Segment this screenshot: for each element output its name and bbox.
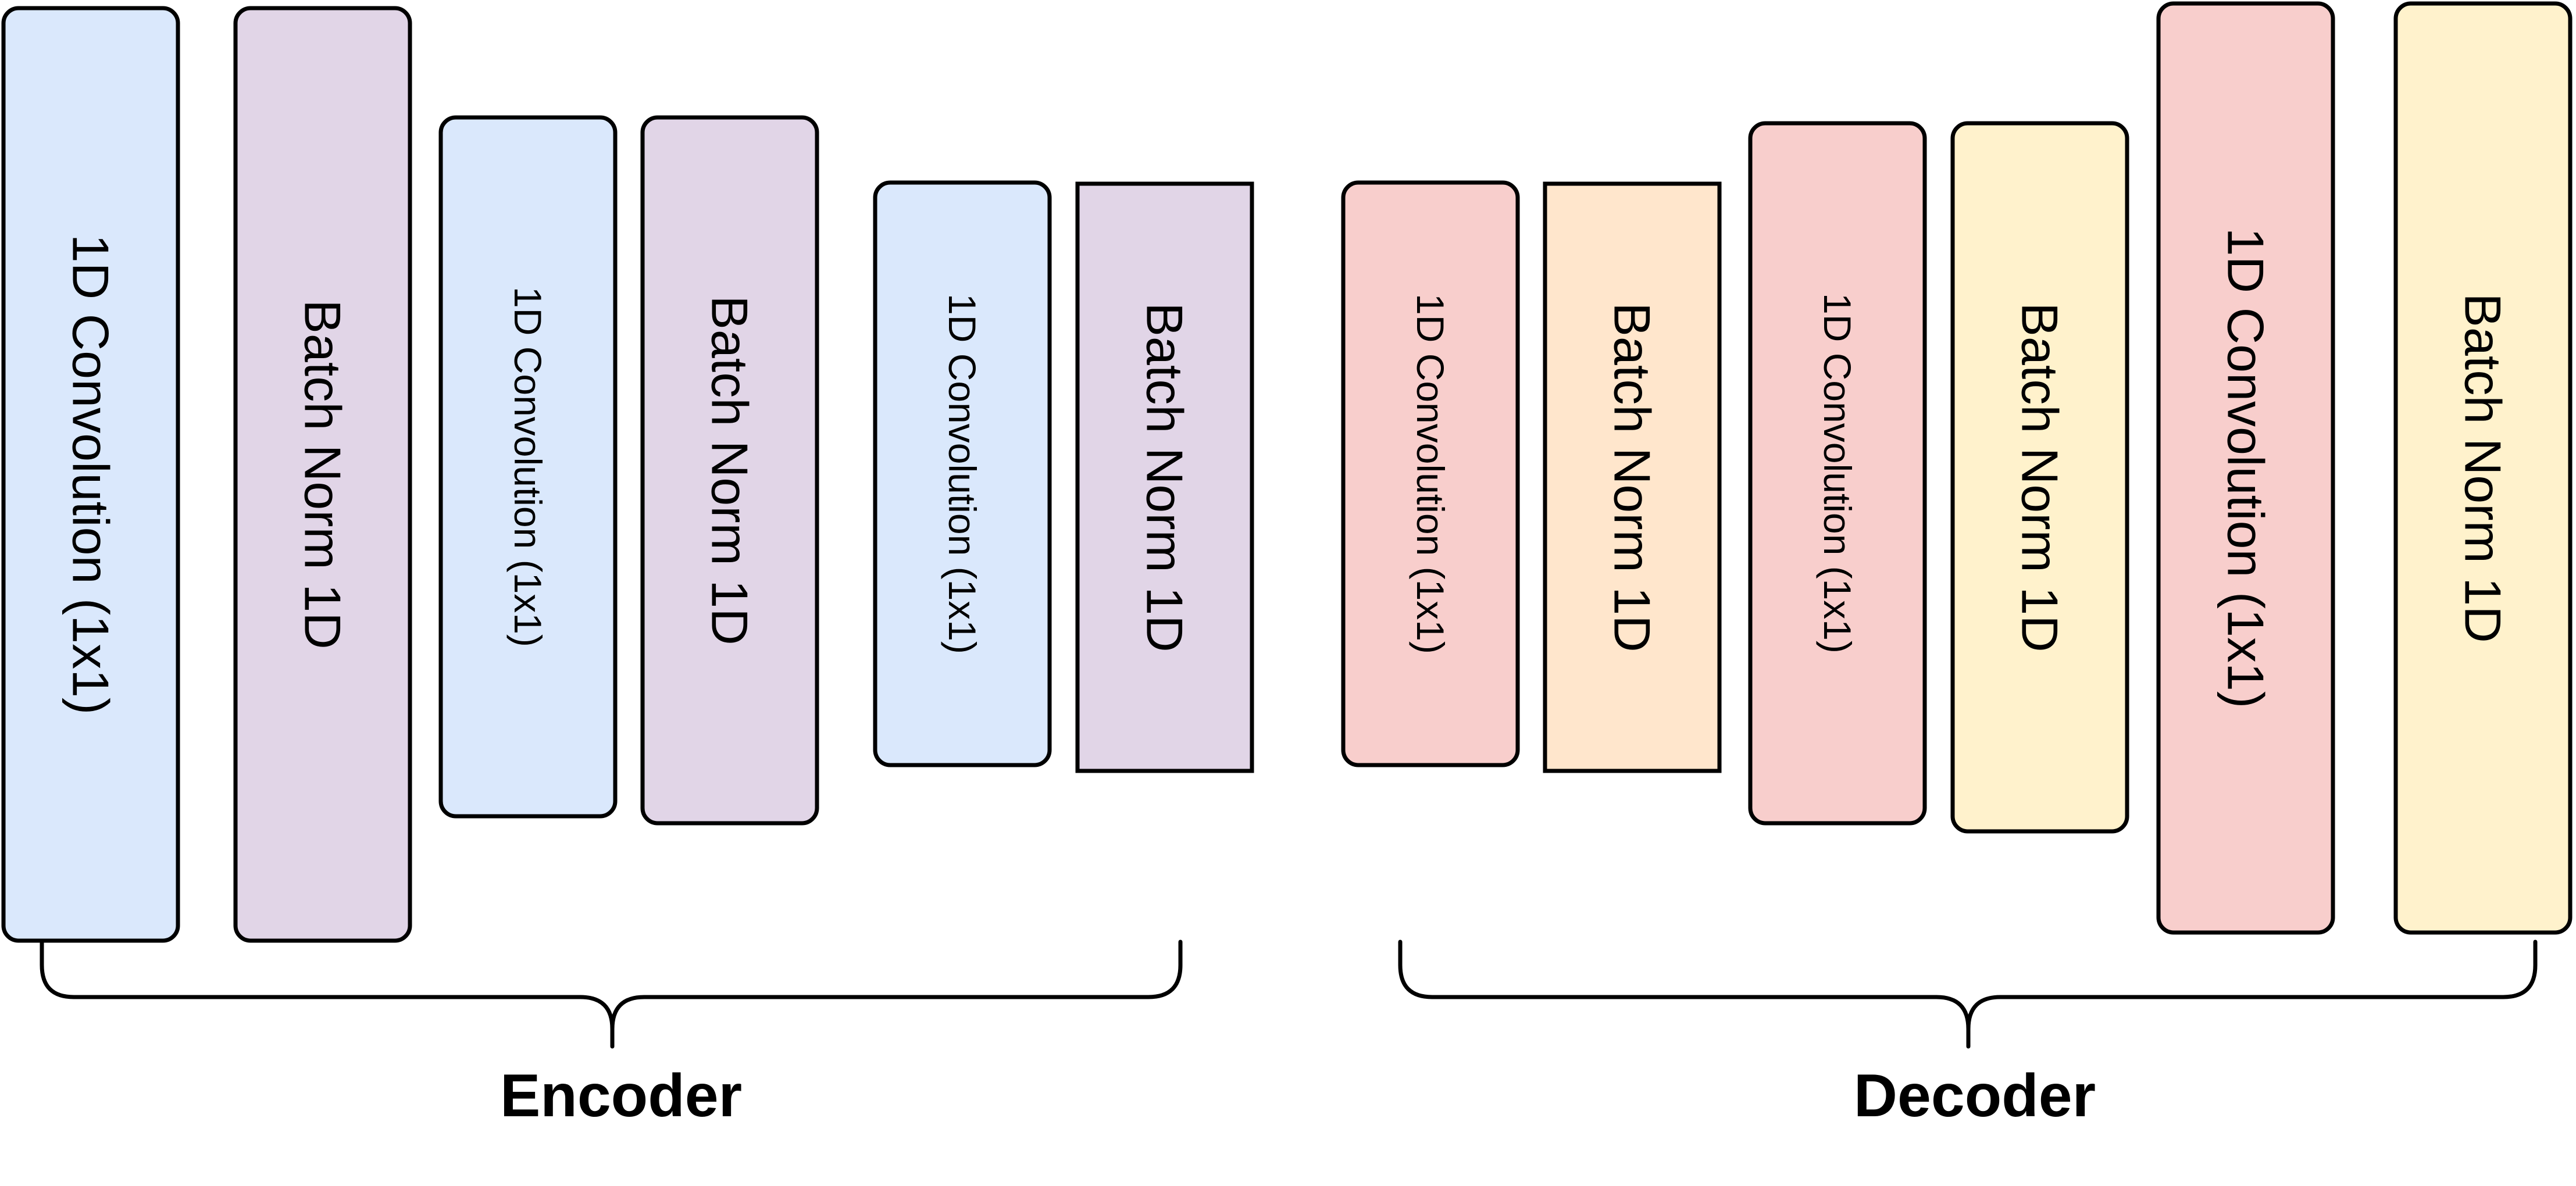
- encoder-block-box: [640, 115, 819, 826]
- encoder-block-box: [873, 180, 1052, 767]
- encoder-block-conv-1: 1D Convolution (1x1): [1, 6, 180, 943]
- encoder-block-box: [233, 6, 412, 943]
- decoder-block-label: Batch Norm 1D: [2454, 293, 2512, 643]
- decoder-block-box: [1543, 181, 1722, 773]
- decoder-block-label: 1D Convolution (1x1): [1816, 293, 1859, 653]
- encoder-block-label: 1D Convolution (1x1): [506, 287, 550, 647]
- decoder-block-box: [2156, 1, 2335, 935]
- encoder-label: Encoder: [500, 1062, 742, 1130]
- encoder-block-label: 1D Convolution (1x1): [62, 234, 120, 715]
- decoder-block-box: [1950, 121, 2129, 834]
- decoder-block-conv-1: 1D Convolution (1x1): [1341, 180, 1520, 767]
- encoder-block-conv-3: 1D Convolution (1x1): [438, 115, 618, 819]
- encoder-block-box: [1075, 181, 1254, 773]
- encoder-block-label: Batch Norm 1D: [1136, 302, 1194, 652]
- decoder-block-label: 1D Convolution (1x1): [1409, 294, 1452, 654]
- decoder-block-label: Batch Norm 1D: [1604, 302, 1661, 652]
- encoder-block-conv-5: 1D Convolution (1x1): [873, 180, 1052, 767]
- decoder-block-box: [1341, 180, 1520, 767]
- encoder-block-box: [438, 115, 618, 819]
- encoder-block-label: 1D Convolution (1x1): [941, 294, 984, 654]
- encoder-block-box: [1, 6, 180, 943]
- decoder-block-conv-3: 1D Convolution (1x1): [1748, 121, 1927, 826]
- decoder-block-box: [1748, 121, 1927, 826]
- decoder-block-label: Batch Norm 1D: [2011, 302, 2069, 652]
- decoder-label: Decoder: [1854, 1062, 2096, 1130]
- decoder-block-norm-2: Batch Norm 1D: [1543, 181, 1722, 773]
- encoder-block-label: Batch Norm 1D: [294, 299, 352, 649]
- decoder-block-norm-4: Batch Norm 1D: [1950, 121, 2129, 834]
- decoder-block-box: [2393, 1, 2573, 935]
- decoder-block-label: 1D Convolution (1x1): [2217, 228, 2275, 709]
- blocks-layer: 1D Convolution (1x1) Batch Norm 1D 1D Conv…: [1, 1, 2573, 943]
- decoder-brace: [1398, 939, 2538, 1049]
- encoder-brace: [40, 939, 1183, 1049]
- encoder-block-norm-4: Batch Norm 1D: [640, 115, 819, 826]
- decoder-block-conv-5: 1D Convolution (1x1): [2156, 1, 2335, 935]
- encoder-block-norm-6: Batch Norm 1D: [1075, 181, 1254, 773]
- encoder-block-label: Batch Norm 1D: [701, 295, 759, 645]
- decoder-block-norm-6: Batch Norm 1D: [2393, 1, 2573, 935]
- encoder-block-norm-2: Batch Norm 1D: [233, 6, 412, 943]
